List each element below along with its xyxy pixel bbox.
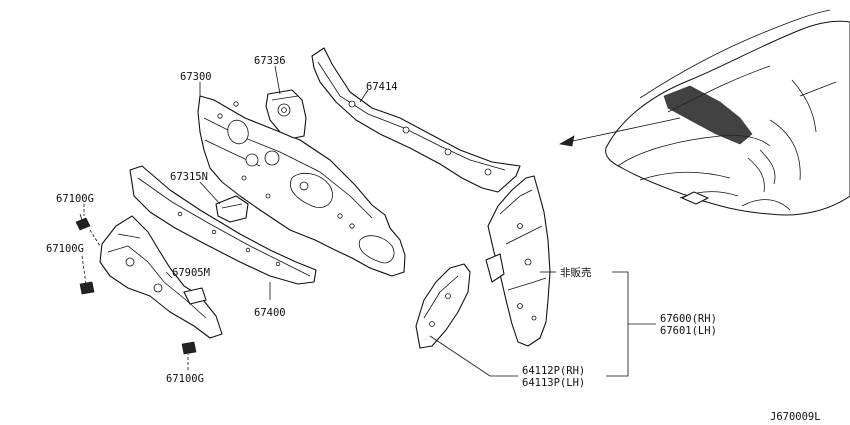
side-dash-panel-67600 xyxy=(485,175,551,347)
clip-67100g-mid xyxy=(79,281,95,295)
label-67100g-top: 67100G xyxy=(56,193,94,205)
cowl-reinforcement-67414 xyxy=(311,47,521,193)
label-67300: 67300 xyxy=(180,71,212,83)
insulator-67905m xyxy=(99,215,223,339)
bracket-67315n xyxy=(215,195,249,223)
bracket-67336 xyxy=(265,89,307,139)
label-67336: 67336 xyxy=(254,55,286,67)
reference-arrow xyxy=(559,117,681,147)
label-67400: 67400 xyxy=(254,307,286,319)
label-67601-lh: 67601(LH) xyxy=(660,325,717,337)
hoodledge-64112p xyxy=(415,263,471,349)
dash-lower-panel-67300 xyxy=(197,95,406,277)
label-67100g-bottom: 67100G xyxy=(166,373,204,385)
label-64113p-lh: 64113P(LH) xyxy=(522,377,585,389)
diagram-code: J670009L xyxy=(770,411,821,423)
clip-67100g-bottom xyxy=(181,341,197,355)
label-67905m: 67905M xyxy=(172,267,210,279)
clip-67100g-top xyxy=(75,213,91,231)
leader-lines xyxy=(81,65,656,377)
label-67414: 67414 xyxy=(366,81,398,93)
cowl-top-lower-67400 xyxy=(129,165,317,285)
label-67315n: 67315N xyxy=(170,171,208,183)
vehicle-front-view xyxy=(605,9,850,216)
label-not-for-sale: 非販売 xyxy=(560,266,592,279)
label-64112p-rh: 64112P(RH) xyxy=(522,365,585,377)
label-67100g-mid: 67100G xyxy=(46,243,84,255)
label-67600-rh: 67600(RH) xyxy=(660,313,717,325)
